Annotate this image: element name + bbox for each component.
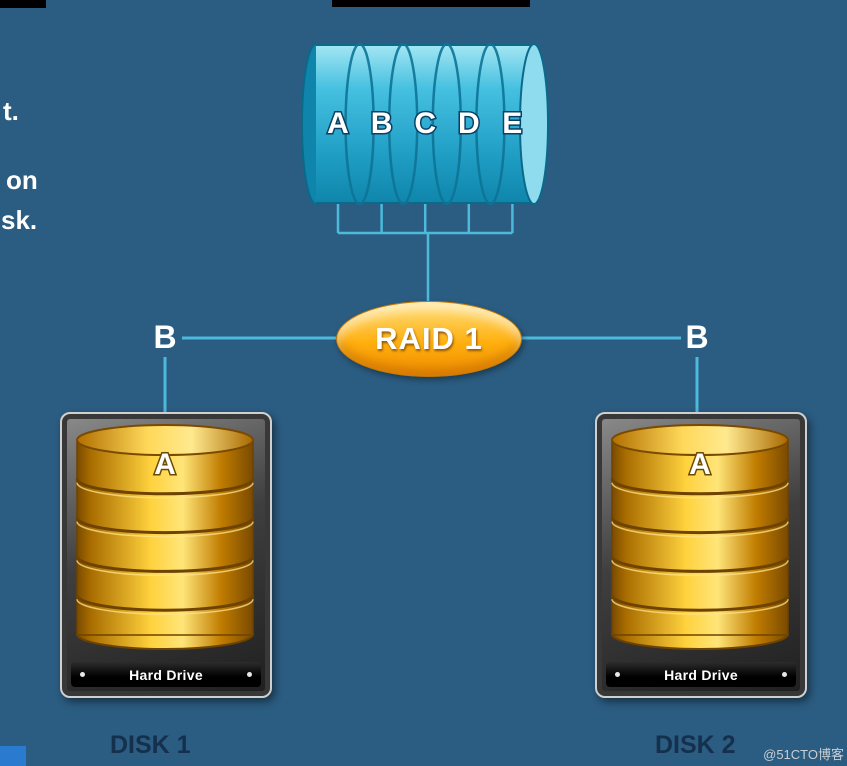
nameplate-dot xyxy=(247,672,252,677)
drive-name-label: Hard Drive xyxy=(664,666,738,683)
platter-seam-highlight xyxy=(76,599,254,615)
platter-seam-highlight xyxy=(611,521,789,538)
cylinder-seam xyxy=(344,42,375,206)
hard-drive-disk2: A Hard Drive xyxy=(595,412,807,698)
cylinder-seam xyxy=(431,42,463,206)
platter-seam xyxy=(610,556,790,573)
platter-seam xyxy=(75,478,255,496)
gold-platter-stack: A xyxy=(610,424,790,650)
raid1-label: RAID 1 xyxy=(375,321,483,356)
platter-top-cap xyxy=(76,424,254,456)
cylinder-seam xyxy=(387,42,419,206)
platter-seam-highlight xyxy=(611,482,789,499)
cylinder-body xyxy=(316,44,534,204)
raid-to-disk2-line xyxy=(520,336,699,414)
platter-seam-highlight xyxy=(76,482,254,499)
top-left-black-bar xyxy=(0,0,46,8)
cylinder-segment-label: B xyxy=(371,107,393,140)
cylinder-segment-label: C xyxy=(414,107,436,140)
platter-seam-highlight xyxy=(76,521,254,538)
gold-platter-stack: A xyxy=(75,424,255,650)
left-text-fragment: on xyxy=(6,165,38,195)
branch-label-left: B xyxy=(153,319,177,355)
nameplate-dot xyxy=(80,672,85,677)
platter-seam xyxy=(75,517,255,535)
hard-drive-disk1: A Hard Drive xyxy=(60,412,272,698)
left-text-fragment: t. xyxy=(3,96,19,126)
cylinder-seam xyxy=(475,42,506,206)
cylinder-segment-label: E xyxy=(502,107,522,140)
platter-seam xyxy=(75,556,255,573)
platter-body xyxy=(611,439,789,636)
left-text-fragment: sk. xyxy=(1,205,38,235)
platter-letter: A xyxy=(689,448,711,481)
drive-name-label: Hard Drive xyxy=(129,666,203,683)
cylinder-segment-label: A xyxy=(327,107,349,140)
bottom-left-blue-box xyxy=(0,746,26,766)
drive-nameplate: Hard Drive xyxy=(71,662,261,687)
platter-seam-highlight xyxy=(611,599,789,615)
disk1-caption: DISK 1 xyxy=(110,731,191,759)
cylinder-segment-label: D xyxy=(458,107,480,140)
nameplate-dot xyxy=(615,672,620,677)
striped-data-cylinder: A B C D E xyxy=(301,42,549,206)
platter-top-cap xyxy=(611,424,789,456)
platter-seam-highlight xyxy=(611,560,789,577)
cylinder-bracket-lines xyxy=(336,204,514,235)
disk2-caption: DISK 2 xyxy=(655,731,736,759)
nameplate-dot xyxy=(782,672,787,677)
platter-seam xyxy=(610,517,790,535)
watermark: @51CTO博客 xyxy=(763,747,844,762)
branch-label-right: B xyxy=(685,319,709,355)
platter-letter: A xyxy=(154,448,176,481)
cylinder-right-cap xyxy=(519,43,549,205)
top-black-strip xyxy=(332,0,530,7)
raid-to-disk1-line xyxy=(163,336,336,414)
platter-seam xyxy=(610,594,790,612)
drive-nameplate: Hard Drive xyxy=(606,662,796,687)
platter-seam xyxy=(75,594,255,612)
raid1-node: RAID 1 xyxy=(336,301,522,377)
platter-body xyxy=(76,439,254,636)
platter-seam xyxy=(610,478,790,496)
platter-seam-highlight xyxy=(76,560,254,577)
